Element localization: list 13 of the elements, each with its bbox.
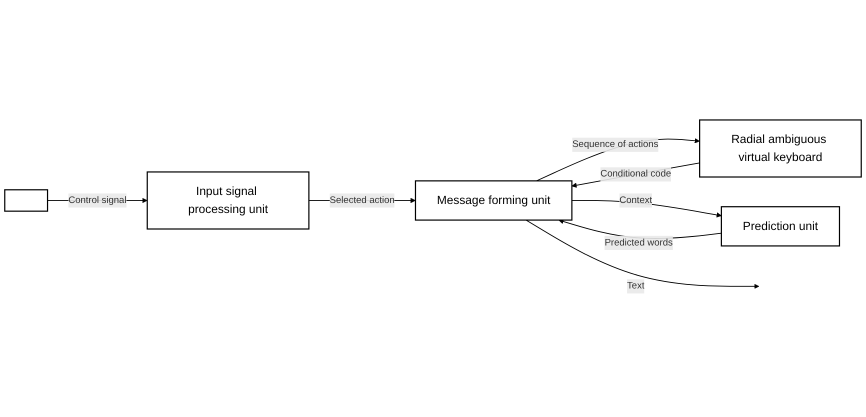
arrow	[536, 138, 700, 182]
node-box: Radial ambiguous virtual keyboard	[699, 119, 862, 178]
node-box: Input signal processing unit	[146, 171, 310, 230]
node-box: Prediction unit	[720, 206, 840, 247]
edge-label: Selected action	[330, 195, 395, 206]
edge-label: Conditional code	[600, 168, 672, 180]
edge-label: Text	[627, 280, 644, 292]
edge-label: Sequence of actions	[572, 139, 658, 150]
edge-label: Control signal	[68, 195, 126, 206]
edge-label: Predicted words	[604, 238, 673, 248]
node-box	[4, 189, 48, 212]
edge-label: Context	[619, 195, 652, 206]
node-box: Message forming unit	[414, 180, 572, 221]
